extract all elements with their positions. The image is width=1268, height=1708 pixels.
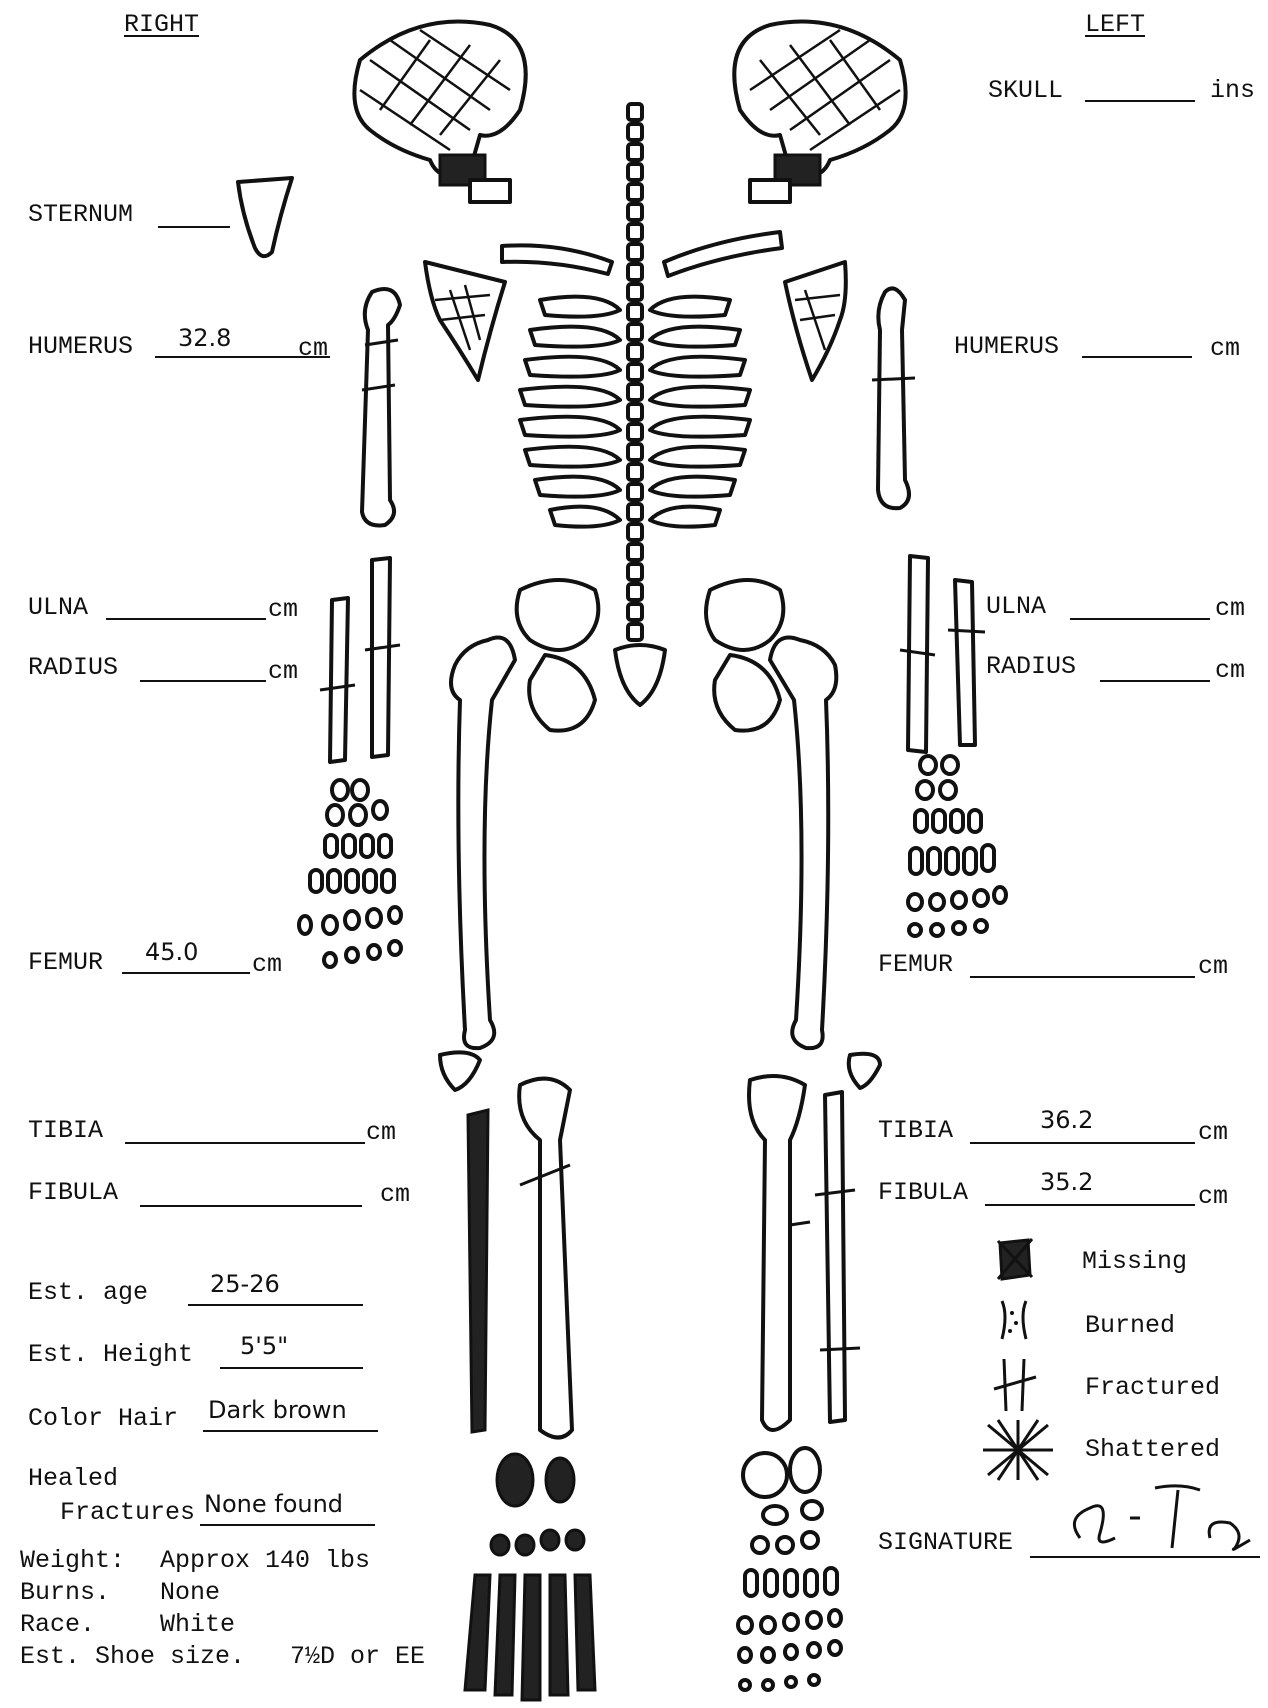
- fractured-icon: [990, 1355, 1040, 1415]
- ulna-left-label: ULNA: [986, 594, 1046, 619]
- est-age-value[interactable]: 25-26: [210, 1272, 280, 1296]
- radius-left-label: RADIUS: [986, 654, 1076, 679]
- ulna-right-unit: cm: [268, 597, 298, 622]
- sternum-label: STERNUM: [28, 202, 133, 227]
- tibia-right-unit: cm: [366, 1120, 396, 1145]
- skull-field[interactable]: [1085, 100, 1195, 102]
- note-label: Burns.: [20, 1580, 110, 1605]
- left-foot: [738, 1448, 841, 1690]
- humerus-right-value[interactable]: 32.8: [178, 326, 231, 350]
- skull-unit: ins: [1210, 78, 1255, 103]
- radius-right-unit: cm: [268, 659, 298, 684]
- radius-left-field[interactable]: [1100, 680, 1210, 682]
- color-hair-label: Color Hair: [28, 1406, 178, 1431]
- note-label: Est. Shoe size.: [20, 1644, 245, 1669]
- signature-scrawl: [1060, 1478, 1260, 1558]
- legend: Missing Burned Fractured Shattered: [990, 1235, 1250, 1495]
- fibula-right-label: FIBULA: [28, 1180, 118, 1205]
- legend-label-missing: Missing: [1082, 1249, 1187, 1274]
- femur-left-unit: cm: [1198, 954, 1228, 979]
- color-hair-value[interactable]: Dark brown: [208, 1398, 347, 1422]
- radius-left-unit: cm: [1215, 658, 1245, 683]
- est-age-label: Est. age: [28, 1280, 148, 1305]
- skull-label: SKULL: [988, 78, 1063, 103]
- sternum-bone: [238, 178, 292, 256]
- tibia-left-label: TIBIA: [878, 1118, 953, 1143]
- right-hand: [299, 780, 401, 967]
- humerus-left-unit: cm: [1210, 336, 1240, 361]
- radius-right-field[interactable]: [140, 680, 266, 682]
- spine: [628, 104, 642, 640]
- right-skull: [354, 22, 525, 202]
- humerus-left-field[interactable]: [1082, 356, 1192, 358]
- missing-icon: [990, 1235, 1040, 1285]
- legend-label-shattered: Shattered: [1085, 1437, 1220, 1462]
- humerus-right-label: HUMERUS: [28, 334, 133, 359]
- burned-icon: [990, 1295, 1040, 1345]
- femur-left-label: FEMUR: [878, 952, 953, 977]
- tibia-left-unit: cm: [1198, 1120, 1228, 1145]
- rib-cage-left: [650, 297, 750, 527]
- note-value: 7½D or EE: [290, 1644, 425, 1669]
- sternum-field[interactable]: [158, 226, 230, 228]
- fibula-left-unit: cm: [1198, 1184, 1228, 1209]
- est-height-value[interactable]: 5'5": [240, 1334, 288, 1358]
- ulna-left-field[interactable]: [1070, 618, 1210, 620]
- signature-label: SIGNATURE: [878, 1530, 1013, 1555]
- fibula-right-unit: cm: [380, 1182, 410, 1207]
- healed-label: Healed: [28, 1466, 118, 1491]
- ulna-right-label: ULNA: [28, 595, 88, 620]
- rib-cage-right: [520, 297, 620, 527]
- legend-label-burned: Burned: [1085, 1313, 1175, 1338]
- ulna-right-field[interactable]: [106, 618, 266, 620]
- femur-right-value[interactable]: 45.0: [145, 940, 198, 964]
- radius-right-label: RADIUS: [28, 655, 118, 680]
- note-value: Approx 140 lbs: [160, 1548, 370, 1573]
- right-foot: [465, 1454, 595, 1700]
- femur-right-label: FEMUR: [28, 950, 103, 975]
- note-label: Weight:: [20, 1548, 125, 1573]
- fibula-right-field[interactable]: [140, 1205, 362, 1207]
- tibia-right-label: TIBIA: [28, 1118, 103, 1143]
- femur-left-field[interactable]: [970, 976, 1195, 978]
- left-header: LEFT: [1085, 12, 1145, 37]
- left-skull: [734, 22, 905, 202]
- ulna-left-unit: cm: [1215, 596, 1245, 621]
- fibula-left-label: FIBULA: [878, 1180, 968, 1205]
- note-value: None: [160, 1580, 220, 1605]
- fibula-left-value[interactable]: 35.2: [1040, 1170, 1093, 1194]
- tibia-right-field[interactable]: [125, 1142, 365, 1144]
- note-label: Race.: [20, 1612, 95, 1637]
- est-height-label: Est. Height: [28, 1342, 193, 1367]
- healed-fractures-value[interactable]: None found: [204, 1492, 343, 1516]
- femur-right-unit: cm: [252, 952, 282, 977]
- note-value: White: [160, 1612, 235, 1637]
- fractures-label: Fractures: [60, 1500, 195, 1525]
- humerus-left-label: HUMERUS: [954, 334, 1059, 359]
- legend-label-fractured: Fractured: [1085, 1375, 1220, 1400]
- left-hand: [908, 756, 1006, 936]
- shattered-icon: [978, 1415, 1058, 1485]
- humerus-right-unit: cm: [298, 336, 328, 361]
- tibia-left-value[interactable]: 36.2: [1040, 1108, 1093, 1132]
- right-header: RIGHT: [124, 12, 199, 37]
